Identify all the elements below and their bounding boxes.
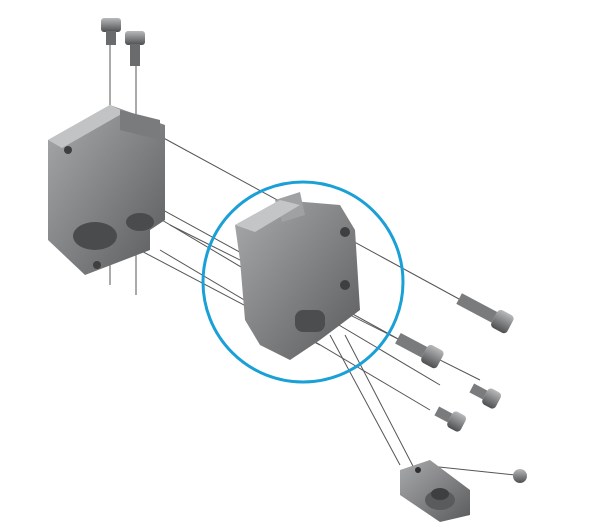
cap-screw-long <box>456 293 514 334</box>
sensor-module <box>235 192 360 360</box>
top-cap-screw-1 <box>101 18 121 45</box>
cap-screw-medium <box>395 332 444 369</box>
top-cap-screw-2 <box>125 31 145 66</box>
cap-screw-short-1 <box>469 383 502 409</box>
cap-screw-short-2 <box>434 406 467 432</box>
highlight-circle <box>201 180 405 384</box>
mounting-bracket <box>48 105 165 275</box>
small-screw <box>513 469 527 483</box>
mounting-clip <box>400 460 470 522</box>
